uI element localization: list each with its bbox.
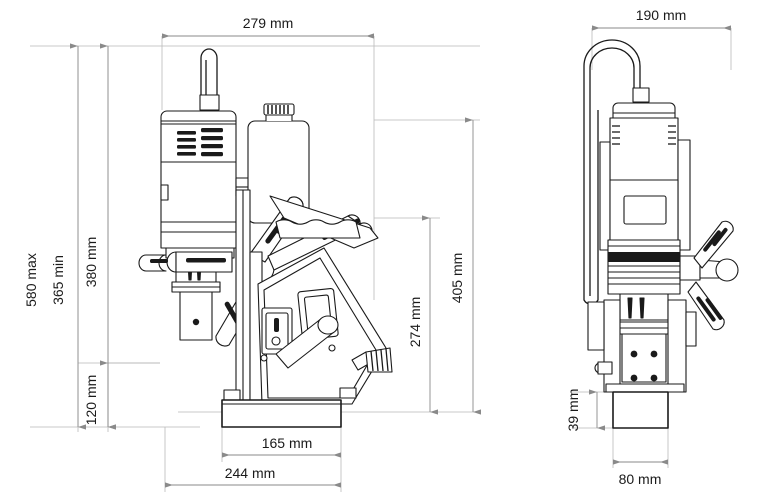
- side-gearbox-ribs: [607, 239, 681, 295]
- side-motor-cap: [612, 102, 676, 119]
- front-guard-teeth: [275, 219, 361, 239]
- side-bracket-right: [677, 139, 691, 251]
- front-panel-grip: [275, 315, 339, 369]
- side-guard-left: [587, 301, 605, 351]
- dim-side-width-top: 190 mm: [636, 7, 687, 23]
- dim-side-base-width: 80 mm: [619, 471, 662, 487]
- dim-height-base-offset: 120 mm: [83, 375, 99, 426]
- side-nameplate: [623, 195, 667, 225]
- side-rail-left: [603, 299, 621, 393]
- front-motor-vent-housing: [160, 123, 237, 163]
- side-bracket-left: [599, 141, 611, 251]
- side-strain-relief: [632, 87, 650, 103]
- side-base-flange: [605, 383, 685, 393]
- dim-height-max: 580 max: [23, 253, 39, 307]
- dim-height-min: 365 min: [50, 255, 66, 305]
- side-rail-right: [667, 299, 687, 393]
- side-guard-right: [685, 311, 697, 347]
- side-view-drawing: [583, 39, 739, 429]
- front-base-mount-left: [223, 389, 241, 401]
- dim-base-outer-width: 244 mm: [225, 465, 276, 481]
- front-motor-side-detail: [160, 184, 169, 201]
- dim-front-width-top: 279 mm: [243, 15, 294, 31]
- front-cable-loop: [200, 48, 218, 95]
- side-handle-right: [699, 258, 739, 282]
- side-magnetic-base: [612, 391, 669, 429]
- front-magnetic-base: [221, 399, 342, 428]
- dim-side-base-height: 39 mm: [565, 389, 581, 432]
- side-motor-vents: [612, 125, 676, 145]
- side-handle-hub: [679, 255, 701, 281]
- front-view-drawing: [138, 48, 393, 428]
- dim-height-right-total: 405 mm: [449, 253, 465, 304]
- front-gearbox: [160, 231, 241, 249]
- front-base-mount-right: [339, 387, 357, 399]
- side-motor-housing: [609, 117, 679, 181]
- side-quill-chuck: [613, 293, 675, 383]
- front-strain-relief: [199, 94, 220, 111]
- dim-height-right-inner: 274 mm: [407, 297, 423, 348]
- front-coolant-hose: [351, 347, 393, 373]
- side-handle-lower: [687, 281, 725, 331]
- front-motor-cap: [160, 110, 237, 125]
- dim-height-stroke: 380 mm: [83, 237, 99, 288]
- front-feed-handle-left: [138, 251, 233, 273]
- side-handle-upper: [693, 220, 734, 269]
- front-rocker-switch: [261, 307, 293, 355]
- side-knob-body: [597, 361, 613, 375]
- dimension-lines: [69, 25, 731, 488]
- dim-base-inner-width: 165 mm: [262, 435, 313, 451]
- front-vent-slots: [177, 128, 223, 157]
- front-coolant-cap: [263, 103, 295, 116]
